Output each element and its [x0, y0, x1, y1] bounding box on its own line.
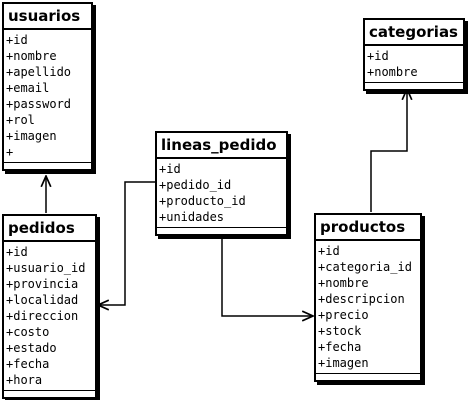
attribute-list: +id +categoria_id +nombre +descripcion +prec… — [316, 241, 420, 372]
entity-attribute: +precio — [318, 308, 369, 322]
entity-attribute: +unidades — [159, 210, 225, 224]
entity-productos[interactable]: productos +id +categoria_id +nombre +descri… — [314, 213, 422, 382]
entity-attribute: +id — [6, 33, 28, 47]
entity-attribute: +usuario_id — [6, 261, 86, 275]
attribute-list: +id +nombre — [365, 46, 463, 81]
relation-lineas-pedido-pedidos — [98, 181, 155, 305]
entity-attribute: +nombre — [318, 276, 369, 290]
entity-attribute: +imagen — [6, 129, 57, 143]
entity-attribute: +direccion — [6, 309, 79, 323]
entity-attribute: +hora — [6, 373, 43, 387]
entity-attribute: +descripcion — [318, 292, 405, 306]
entity-attribute: + — [6, 145, 14, 159]
relation-productos-categorias — [370, 89, 407, 212]
entity-title: categorias — [365, 20, 463, 46]
entity-attribute: +costo — [6, 325, 50, 339]
entity-usuarios[interactable]: usuarios +id +nombre +apellido +email +passw… — [2, 2, 93, 171]
entity-footer — [4, 162, 91, 169]
entity-attribute: +id — [318, 244, 340, 258]
entity-attribute: +id — [159, 162, 181, 176]
entity-categorias[interactable]: categorias +id +nombre — [363, 18, 465, 91]
attribute-list: +id +usuario_id +provincia +localidad +direc… — [4, 242, 95, 389]
entity-attribute: +stock — [318, 324, 362, 338]
entity-attribute: +estado — [6, 341, 57, 355]
entity-attribute: +localidad — [6, 293, 79, 307]
entity-attribute: +id — [6, 245, 28, 259]
relation-lineas-pedido-productos — [221, 234, 313, 316]
attribute-list: +id +nombre +apellido +email +password +rol +i… — [4, 30, 91, 161]
entity-attribute: +nombre — [6, 49, 57, 63]
entity-footer — [365, 82, 463, 89]
entity-title: lineas_pedido — [157, 133, 286, 159]
entity-attribute: +id — [367, 49, 389, 63]
entity-title: usuarios — [4, 4, 91, 30]
entity-attribute: +nombre — [367, 65, 418, 79]
entity-attribute: +provincia — [6, 277, 79, 291]
entity-footer — [4, 390, 95, 397]
entity-attribute: +imagen — [318, 356, 369, 370]
entity-footer — [316, 373, 420, 380]
entity-title: productos — [316, 215, 420, 241]
entity-attribute: +pedido_id — [159, 178, 232, 192]
entity-attribute: +categoria_id — [318, 260, 412, 274]
entity-attribute: +producto_id — [159, 194, 246, 208]
entity-attribute: +fecha — [318, 340, 362, 354]
entity-attribute: +email — [6, 81, 50, 95]
entity-attribute: +rol — [6, 113, 35, 127]
entity-pedidos[interactable]: pedidos +id +usuario_id +provincia +localid… — [2, 214, 97, 399]
entity-attribute: +password — [6, 97, 72, 111]
entity-title: pedidos — [4, 216, 95, 242]
entity-lineas-pedido[interactable]: lineas_pedido +id+pedido_id+producto_id+… — [155, 131, 288, 236]
entity-attribute: +fecha — [6, 357, 50, 371]
entity-attribute: +apellido — [6, 65, 72, 79]
entity-footer — [157, 227, 286, 234]
attribute-list: +id +pedido_id +producto_id +unidades — [157, 159, 286, 226]
